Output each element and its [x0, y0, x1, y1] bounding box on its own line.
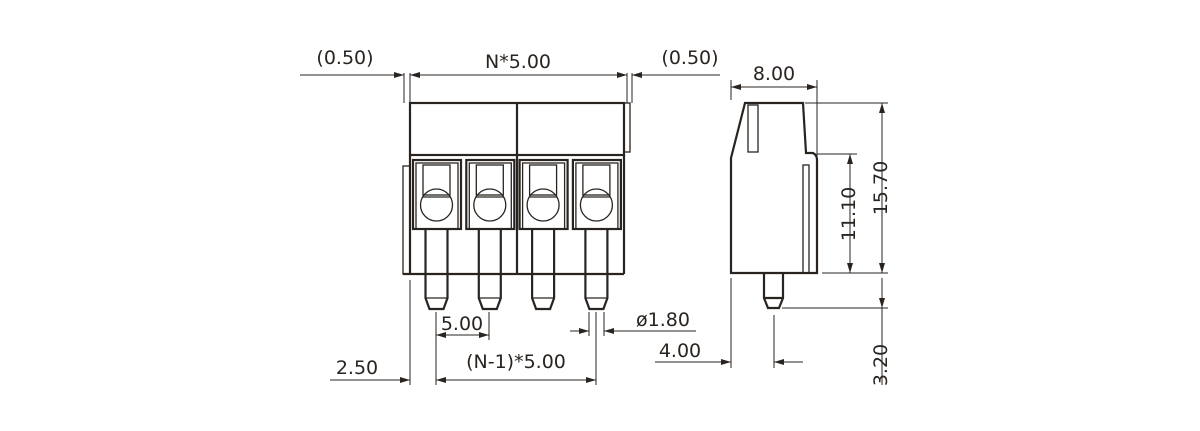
terminal-cell-inner: [415, 162, 459, 230]
screw-icon: [526, 188, 560, 222]
dim-right-offset: (0.50): [661, 47, 718, 69]
side-dimensions: 8.00 15.70 11.10 3.20 4.00: [655, 63, 892, 386]
dim-pin-span: (N-1)*5.00: [466, 351, 566, 373]
dim-total-height: 15.70: [870, 161, 892, 215]
front-view: [402, 101, 631, 311]
dim-pin-length: 3.20: [870, 344, 892, 386]
dim-left-offset: (0.50): [316, 47, 373, 69]
clamp-window: [582, 164, 611, 196]
dim-pin-offset: 4.00: [659, 340, 701, 362]
pin: [584, 229, 609, 311]
clamp-window: [475, 164, 504, 196]
side-housing: [729, 101, 819, 275]
dim-body-height: 11.10: [838, 187, 860, 241]
screw-icon: [473, 188, 507, 222]
screw-icon: [579, 188, 614, 222]
dim-depth: 8.00: [753, 63, 795, 85]
pin: [531, 229, 556, 311]
pin: [424, 229, 449, 311]
screw-icon: [419, 188, 454, 222]
terminal-cell-inner: [468, 162, 512, 230]
terminal-cell-inner: [575, 162, 619, 230]
clamp-window: [422, 164, 451, 196]
clamp-window: [528, 164, 558, 196]
terminal-cell-inner: [521, 162, 566, 230]
side-pin: [762, 273, 785, 310]
front-dimensions: (0.50) N*5.00 (0.50) 5.00 (N-1)*5.00 2.5…: [300, 47, 720, 385]
dim-pin-diameter: ø1.80: [636, 309, 690, 331]
pin: [477, 229, 502, 311]
side-view: [729, 101, 819, 310]
dim-total-width: N*5.00: [485, 51, 551, 73]
dim-edge-to-pin: 2.50: [336, 357, 378, 379]
dim-pitch: 5.00: [441, 313, 483, 335]
